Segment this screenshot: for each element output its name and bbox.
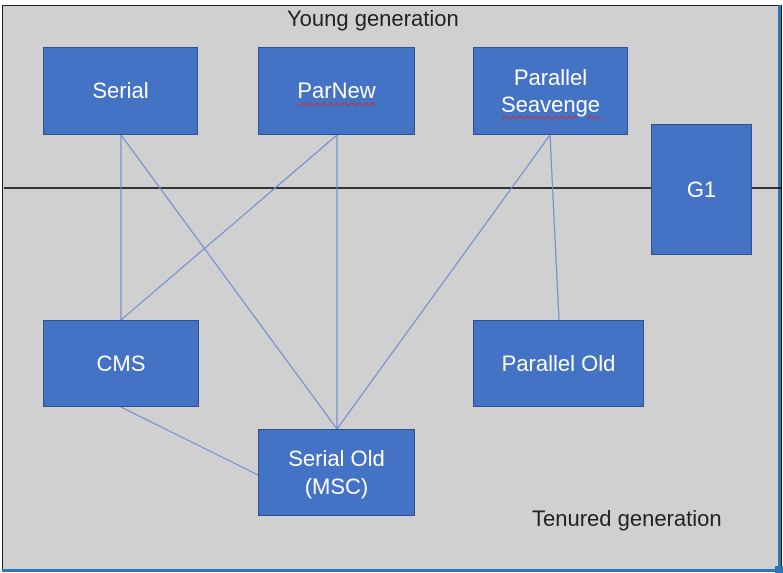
collector-g1: G1	[651, 124, 752, 255]
connector-scavenge-serialold	[336, 134, 551, 430]
collector-serial-old-line2: (MSC)	[304, 473, 369, 499]
collector-serial-old-line1: Serial Old	[288, 446, 385, 471]
collector-serial-old: Serial Old (MSC)	[258, 429, 415, 516]
tenured-generation-label: Tenured generation	[532, 506, 722, 531]
collector-parallel-scavenge: Parallel Seavenge	[473, 47, 628, 135]
collector-serial-label: Serial	[92, 78, 149, 104]
collector-cms: CMS	[43, 320, 199, 407]
collector-parallel-old-label: Parallel Old	[501, 350, 616, 376]
collector-serial: Serial	[43, 47, 198, 135]
connector-serial-serialold	[120, 134, 338, 430]
collector-g1-label: G1	[686, 176, 717, 202]
connector-cms-serialold	[120, 406, 259, 476]
collector-parnew: ParNew	[258, 47, 415, 135]
collector-parallel-scavenge-line1: Parallel	[513, 64, 588, 90]
collector-parnew-label: ParNew	[297, 78, 376, 104]
collector-parallel-scavenge-line2: Seavenge	[500, 92, 601, 117]
canvas-edge-right	[778, 5, 781, 571]
connector-scavenge-parallelold	[549, 134, 560, 321]
collector-parallel-old: Parallel Old	[473, 320, 644, 407]
canvas-corner-handle	[775, 566, 783, 573]
young-generation-label: Young generation	[287, 6, 459, 31]
connector-parnew-cms	[120, 134, 338, 321]
collector-cms-label: CMS	[96, 350, 146, 376]
canvas-edge-bottom	[2, 569, 782, 572]
